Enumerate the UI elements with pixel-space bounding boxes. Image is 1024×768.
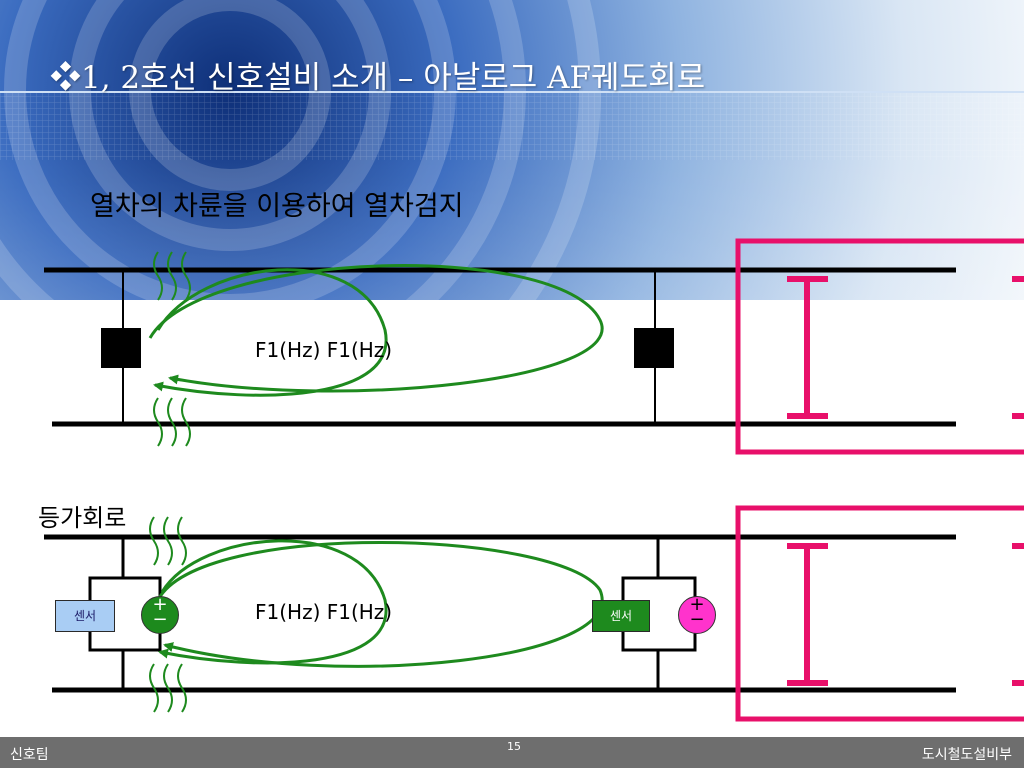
axle-bottom — [787, 543, 1024, 686]
slide-subtitle: 열차의 차륜을 이용하여 열차검지 — [90, 191, 464, 222]
slide-title: ❖1, 2호선 신호설비 소개 – 아날로그 AF궤도회로 — [50, 60, 706, 96]
footer-bar: 신호팀 15 도시철도설비부 — [0, 737, 1024, 768]
right-block — [634, 328, 674, 368]
frequency-label-top: F1(Hz) F1(Hz) — [255, 338, 393, 362]
coil-bottom-lower — [149, 663, 187, 713]
footer-team: 신호팀 — [10, 747, 49, 763]
page-number: 15 — [507, 740, 521, 753]
top-circuit — [44, 238, 1024, 455]
left-block — [101, 328, 141, 368]
loop-large-top — [148, 264, 604, 393]
coil-top-lower — [153, 397, 191, 447]
bottom-circuit — [44, 505, 1024, 722]
loop-large-bottom — [156, 541, 604, 668]
equivalent-circuit-label: 등가회로 — [38, 504, 127, 532]
minus-sign: − — [689, 609, 705, 630]
voltage-source-right: + − — [678, 596, 716, 634]
highlight-box-bottom — [735, 505, 1024, 722]
frequency-label-bottom: F1(Hz) F1(Hz) — [255, 600, 393, 624]
sensor-left: 센서 — [55, 600, 115, 632]
voltage-source-left: + − — [141, 596, 179, 634]
minus-sign: − — [152, 609, 168, 630]
coil-bottom-upper — [149, 516, 187, 566]
axle-top — [787, 276, 1024, 419]
loop-small-top — [153, 268, 388, 397]
sensor-right: 센서 — [592, 600, 650, 632]
loop-small-bottom — [158, 539, 388, 665]
footer-department: 도시철도설비부 — [921, 747, 1012, 763]
coil-top-upper — [153, 251, 191, 301]
highlight-box-top — [735, 238, 1024, 455]
plus-sign: + — [152, 594, 168, 615]
plus-sign: + — [689, 594, 705, 615]
background — [0, 0, 1024, 737]
